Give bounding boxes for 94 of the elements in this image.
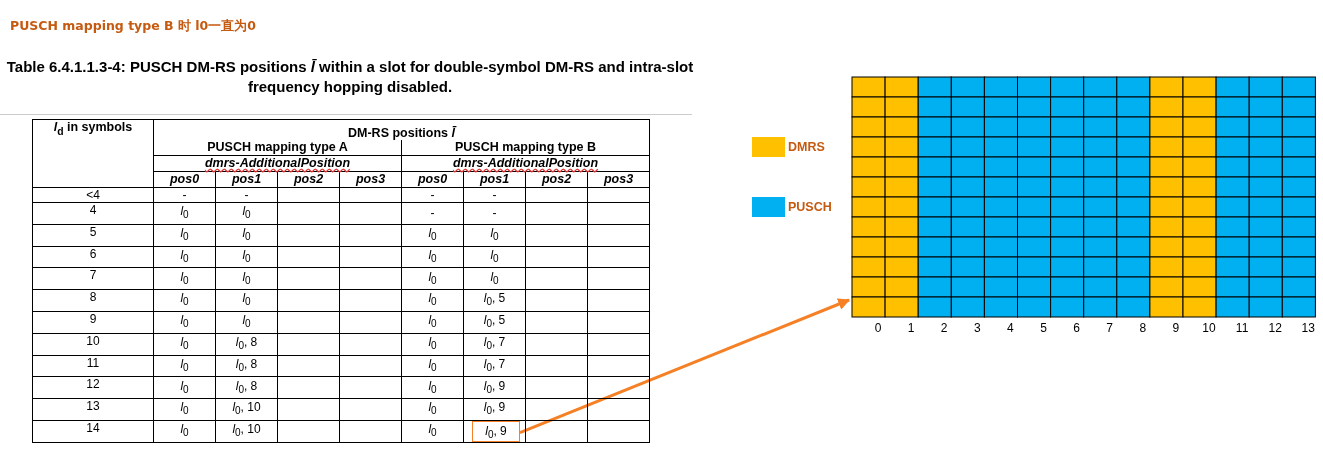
table-cell: l$_{0}$ — [153, 333, 216, 356]
axis-number: 3 — [972, 321, 982, 335]
table-cell: 12 — [32, 376, 154, 399]
axis-number: 5 — [1039, 321, 1048, 335]
table-cell: l$_{0}$, 7 — [463, 333, 526, 356]
table-cell: pos1 — [215, 171, 278, 188]
table-cell: l$_{0}$ — [401, 267, 464, 290]
table-cell: l$_{0}$ — [153, 224, 216, 247]
table-cell: 9 — [32, 311, 154, 334]
table-cell: l$_{0}$ — [153, 246, 216, 268]
table-cell: dmrs-AdditionalPosition — [401, 155, 650, 172]
table-cell: l$_{0}$, 8 — [215, 376, 278, 399]
table-cell: l$_{0}$ — [401, 246, 464, 268]
table-cell: 8 — [32, 289, 154, 312]
table-cell: dmrs-AdditionalPosition — [153, 155, 402, 172]
table-cell: l$_{0}$ — [401, 311, 464, 334]
table-cell: 4 — [32, 202, 154, 225]
highlighted-cell: l$_{0}$, 9 — [472, 420, 520, 442]
axis-number: 1 — [906, 321, 916, 335]
table-cell: PUSCH mapping type A — [153, 140, 402, 156]
table-cell: - — [463, 187, 526, 203]
table-cell: l$_{0}$ — [153, 289, 216, 312]
table-cell: 7 — [32, 267, 154, 290]
table-cell: DM-RS positions l̄ — [153, 119, 650, 140]
table-cell: - — [401, 202, 464, 225]
axis-number: 7 — [1105, 321, 1115, 335]
table-cell: 6 — [32, 246, 154, 268]
axis-number: 2 — [939, 321, 949, 335]
axis-number: 9 — [1171, 321, 1181, 335]
axis-number: 6 — [1072, 321, 1081, 335]
table-cell: l$_{0}$ — [215, 267, 278, 290]
table-cell: l$_{0}$ — [463, 267, 526, 290]
table-cell: l$_{0}$ — [401, 376, 464, 399]
arrow — [519, 298, 851, 434]
table-cell: - — [463, 202, 526, 225]
table-cell: pos2 — [277, 171, 340, 188]
resource-grid-drawing — [851, 76, 1317, 318]
table-cell: l$_{0}$, 9 — [463, 376, 526, 399]
table-cell: l$_{0}$ — [463, 246, 526, 268]
table-cell: l$_{0}$ — [153, 398, 216, 421]
table-cell: l$_{0}$ — [463, 224, 526, 247]
table-cell: l$_{0}$, 8 — [215, 355, 278, 377]
table-cell: l$_{0}$ — [153, 267, 216, 290]
table-cell: l$_{0}$ — [401, 289, 464, 312]
table-cell: 11 — [32, 355, 154, 377]
table-cell: pos0 — [153, 171, 216, 188]
table-cell: l$_{0}$ — [215, 224, 278, 247]
table-cell: l$_{0}$, 8 — [215, 333, 278, 356]
axis-number: 4 — [1006, 321, 1015, 335]
table-cell: l$_{d}$ in symbols — [32, 119, 154, 188]
table-cell: l$_{0}$, 10 — [215, 398, 278, 421]
table-cell: l$_{0}$ — [215, 202, 278, 225]
axis-number: 12 — [1267, 321, 1283, 335]
table-cell: l$_{0}$ — [153, 376, 216, 399]
table-cell: l$_{0}$, 5 — [463, 311, 526, 334]
table-cell: 14 — [32, 420, 154, 443]
table-cell: - — [153, 187, 216, 203]
table-cell: 5 — [32, 224, 154, 247]
table-cell: - — [401, 187, 464, 203]
table-cell: l$_{0}$ — [215, 289, 278, 312]
axis-number: 10 — [1201, 321, 1217, 335]
table-cell: l$_{0}$ — [153, 202, 216, 225]
table-cell: l$_{0}$, 10 — [215, 420, 278, 443]
note-text: PUSCH mapping type B 时 l0一直为0 — [10, 18, 256, 35]
table-cell: l$_{0}$, 7 — [463, 355, 526, 377]
table-cell: 10 — [32, 333, 154, 356]
table-cell: pos3 — [339, 171, 402, 188]
table-cell: pos1 — [463, 171, 526, 188]
axis-number: 8 — [1138, 321, 1148, 335]
table-cell: l$_{0}$ — [401, 355, 464, 377]
table-cell: PUSCH mapping type B — [401, 140, 650, 156]
table-cell: l$_{0}$ — [215, 311, 278, 334]
legend-label: PUSCH — [788, 200, 832, 214]
table-cell: l$_{0}$ — [401, 333, 464, 356]
axis-number: 0 — [873, 321, 883, 335]
table-cell: pos0 — [401, 171, 464, 188]
table-title: Table 6.4.1.1.3-4: PUSCH DM-RS positions l̄ within a slot for double-symbol DM-RS and intra-slot frequency hopping disabled. — [5, 57, 695, 97]
table-cell: 13 — [32, 398, 154, 421]
table-cell: l$_{0}$ — [153, 311, 216, 334]
table-cell: l$_{0}$ — [401, 224, 464, 247]
legend-label: DMRS — [788, 140, 825, 154]
table-cell: l$_{0}$ — [401, 398, 464, 421]
axis-number: 11 — [1234, 321, 1250, 335]
axis-number: 13 — [1300, 321, 1316, 335]
table-cell: l$_{0}$, 5 — [463, 289, 526, 312]
table-cell: - — [215, 187, 278, 203]
table-cell: l$_{0}$ — [153, 355, 216, 377]
table-cell: <4 — [32, 187, 154, 203]
table-cell: l$_{0}$ — [215, 246, 278, 268]
table-cell: l$_{0}$ — [401, 420, 464, 443]
table-cell: pos2 — [525, 171, 588, 188]
table-cell: l$_{0}$ — [153, 420, 216, 443]
table-cell: l$_{0}$, 9 — [463, 398, 526, 421]
table-cell: pos3 — [587, 171, 650, 188]
